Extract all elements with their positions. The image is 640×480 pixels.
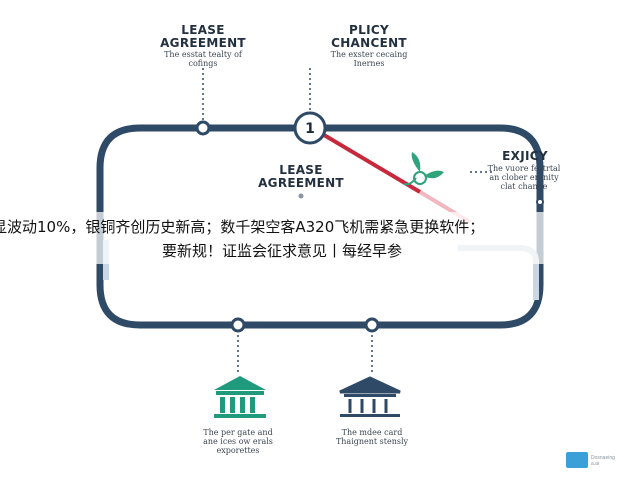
accent-connector: [322, 133, 422, 194]
loop-path: [96, 124, 544, 329]
node-top-right-desc: The exster cecaing Inernes: [306, 50, 432, 68]
headline-line-2: 要新规！证监会征求意见丨每经早参: [162, 242, 403, 260]
leaf-icon: [403, 152, 444, 186]
step-marker-number: 1: [305, 121, 315, 137]
node-right-desc-line2: an clober eranity: [489, 173, 559, 182]
node-top-left-title-line1: LEASE: [181, 23, 225, 37]
node-top-right-desc-line2: Inernes: [353, 59, 385, 68]
node-dot-bottom-right: [364, 317, 380, 333]
step-marker-circle: [293, 111, 327, 145]
courthouse-icon: [339, 376, 401, 417]
node-right-desc-line3: clat change: [500, 182, 548, 191]
news-headline-banner: [0, 212, 640, 264]
brand-logo-text: Dosnaeing a.ai: [591, 455, 615, 467]
node-top-left-title-line2: AGREEMENT: [160, 36, 246, 50]
node-bottom-right-desc-line2: Thaignent stensly: [335, 437, 409, 446]
headline-line-1: 显波动10%，银铜齐创历史新高；数千架空客A320飞机需紧急更换软件；: [0, 218, 485, 236]
node-top-left-desc-line1: The esstat tealty of: [164, 50, 242, 59]
node-dot-bottom-left: [230, 317, 246, 333]
node-top-left-desc: The esstat tealty of cofings: [140, 50, 266, 68]
node-right-desc-line1: The vuore festrtal: [487, 164, 561, 173]
brand-logo: [566, 452, 588, 468]
node-top-right-desc-line1: The exster cecaing: [330, 50, 408, 59]
node-bottom-left-desc: The per gate and ane ices ow erals expor…: [178, 428, 298, 455]
node-top-right-title: PLICY CHANCENT: [306, 24, 432, 50]
node-right-title: EXJICY: [502, 149, 548, 163]
node-dot-right: [536, 198, 544, 206]
node-top-right-title-line1: PLICY: [349, 23, 389, 37]
node-bottom-left-desc-line3: exporettes: [216, 446, 260, 455]
node-top-left-title: LEASE AGREEMENT: [140, 24, 266, 50]
node-top-right-title-line2: CHANCENT: [331, 36, 407, 50]
brand-logo-text-line2: a.ai: [591, 461, 600, 467]
node-bottom-right-desc: The mdee card Thaignent stensly: [312, 428, 432, 446]
node-dot-top-left: [195, 120, 211, 136]
node-dot-center: [298, 193, 304, 199]
brand-logo-text-line1: Dosnaeing: [591, 455, 615, 461]
bank-building-icon: [214, 376, 266, 418]
node-center-title-line2: AGREEMENT: [258, 176, 344, 190]
node-center-title: LEASE AGREEMENT: [238, 164, 364, 190]
node-bottom-left-desc-line1: The per gate and: [203, 428, 273, 437]
node-top-left-desc-line2: cofings: [188, 59, 218, 68]
node-bottom-right-desc-line1: The mdee card: [341, 428, 403, 437]
node-right-desc: The vuore festrtal an clober eranity cla…: [468, 164, 580, 191]
node-bottom-left-desc-line2: ane ices ow erals: [203, 437, 273, 446]
node-center-title-line1: LEASE: [279, 163, 323, 177]
